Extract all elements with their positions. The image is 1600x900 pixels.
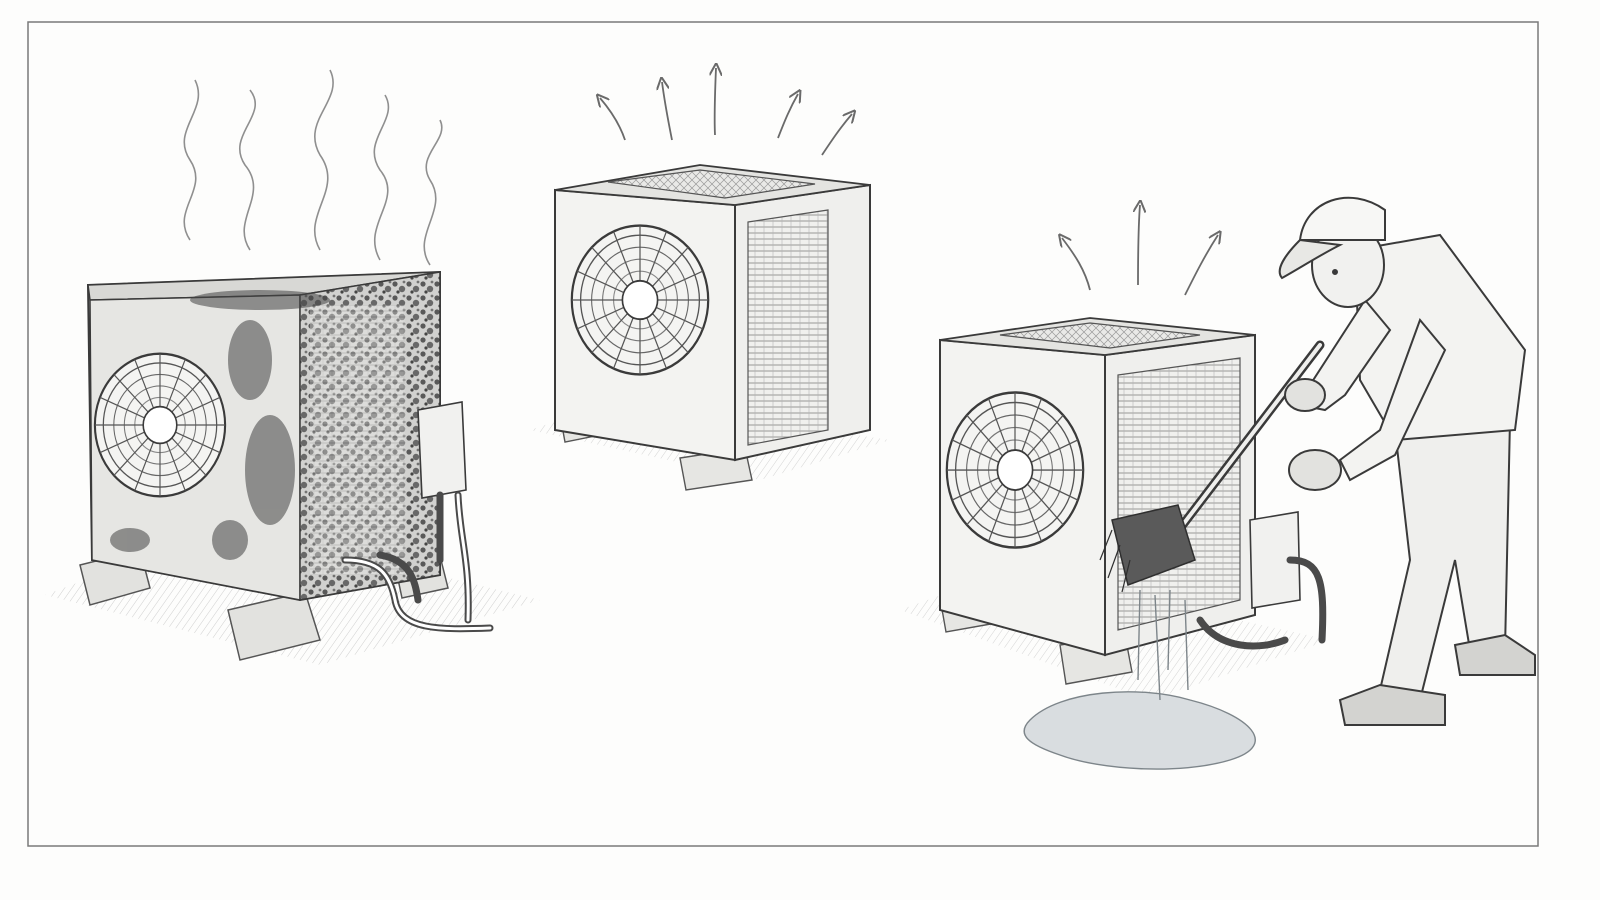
fan-icon xyxy=(93,352,227,498)
heat-haze-icon xyxy=(183,69,443,266)
fan-icon xyxy=(570,224,710,376)
airflow-arrow-icon xyxy=(1062,205,1218,296)
electrical-box xyxy=(1249,511,1301,609)
clean-unit xyxy=(530,68,890,491)
coil-fins xyxy=(747,209,829,446)
water-puddle-icon xyxy=(1023,589,1256,770)
top-grille xyxy=(607,169,816,199)
coil-fins xyxy=(1117,357,1241,631)
technician-figure xyxy=(1278,196,1536,726)
airflow-arrow-icon xyxy=(600,68,852,156)
fan-icon xyxy=(945,391,1085,549)
electrical-box xyxy=(417,401,467,499)
dirty-unit xyxy=(45,69,540,665)
top-grille xyxy=(999,322,1201,349)
brush-icon xyxy=(1099,340,1325,593)
frame-border xyxy=(27,21,1539,847)
cleaning-unit xyxy=(900,196,1536,770)
